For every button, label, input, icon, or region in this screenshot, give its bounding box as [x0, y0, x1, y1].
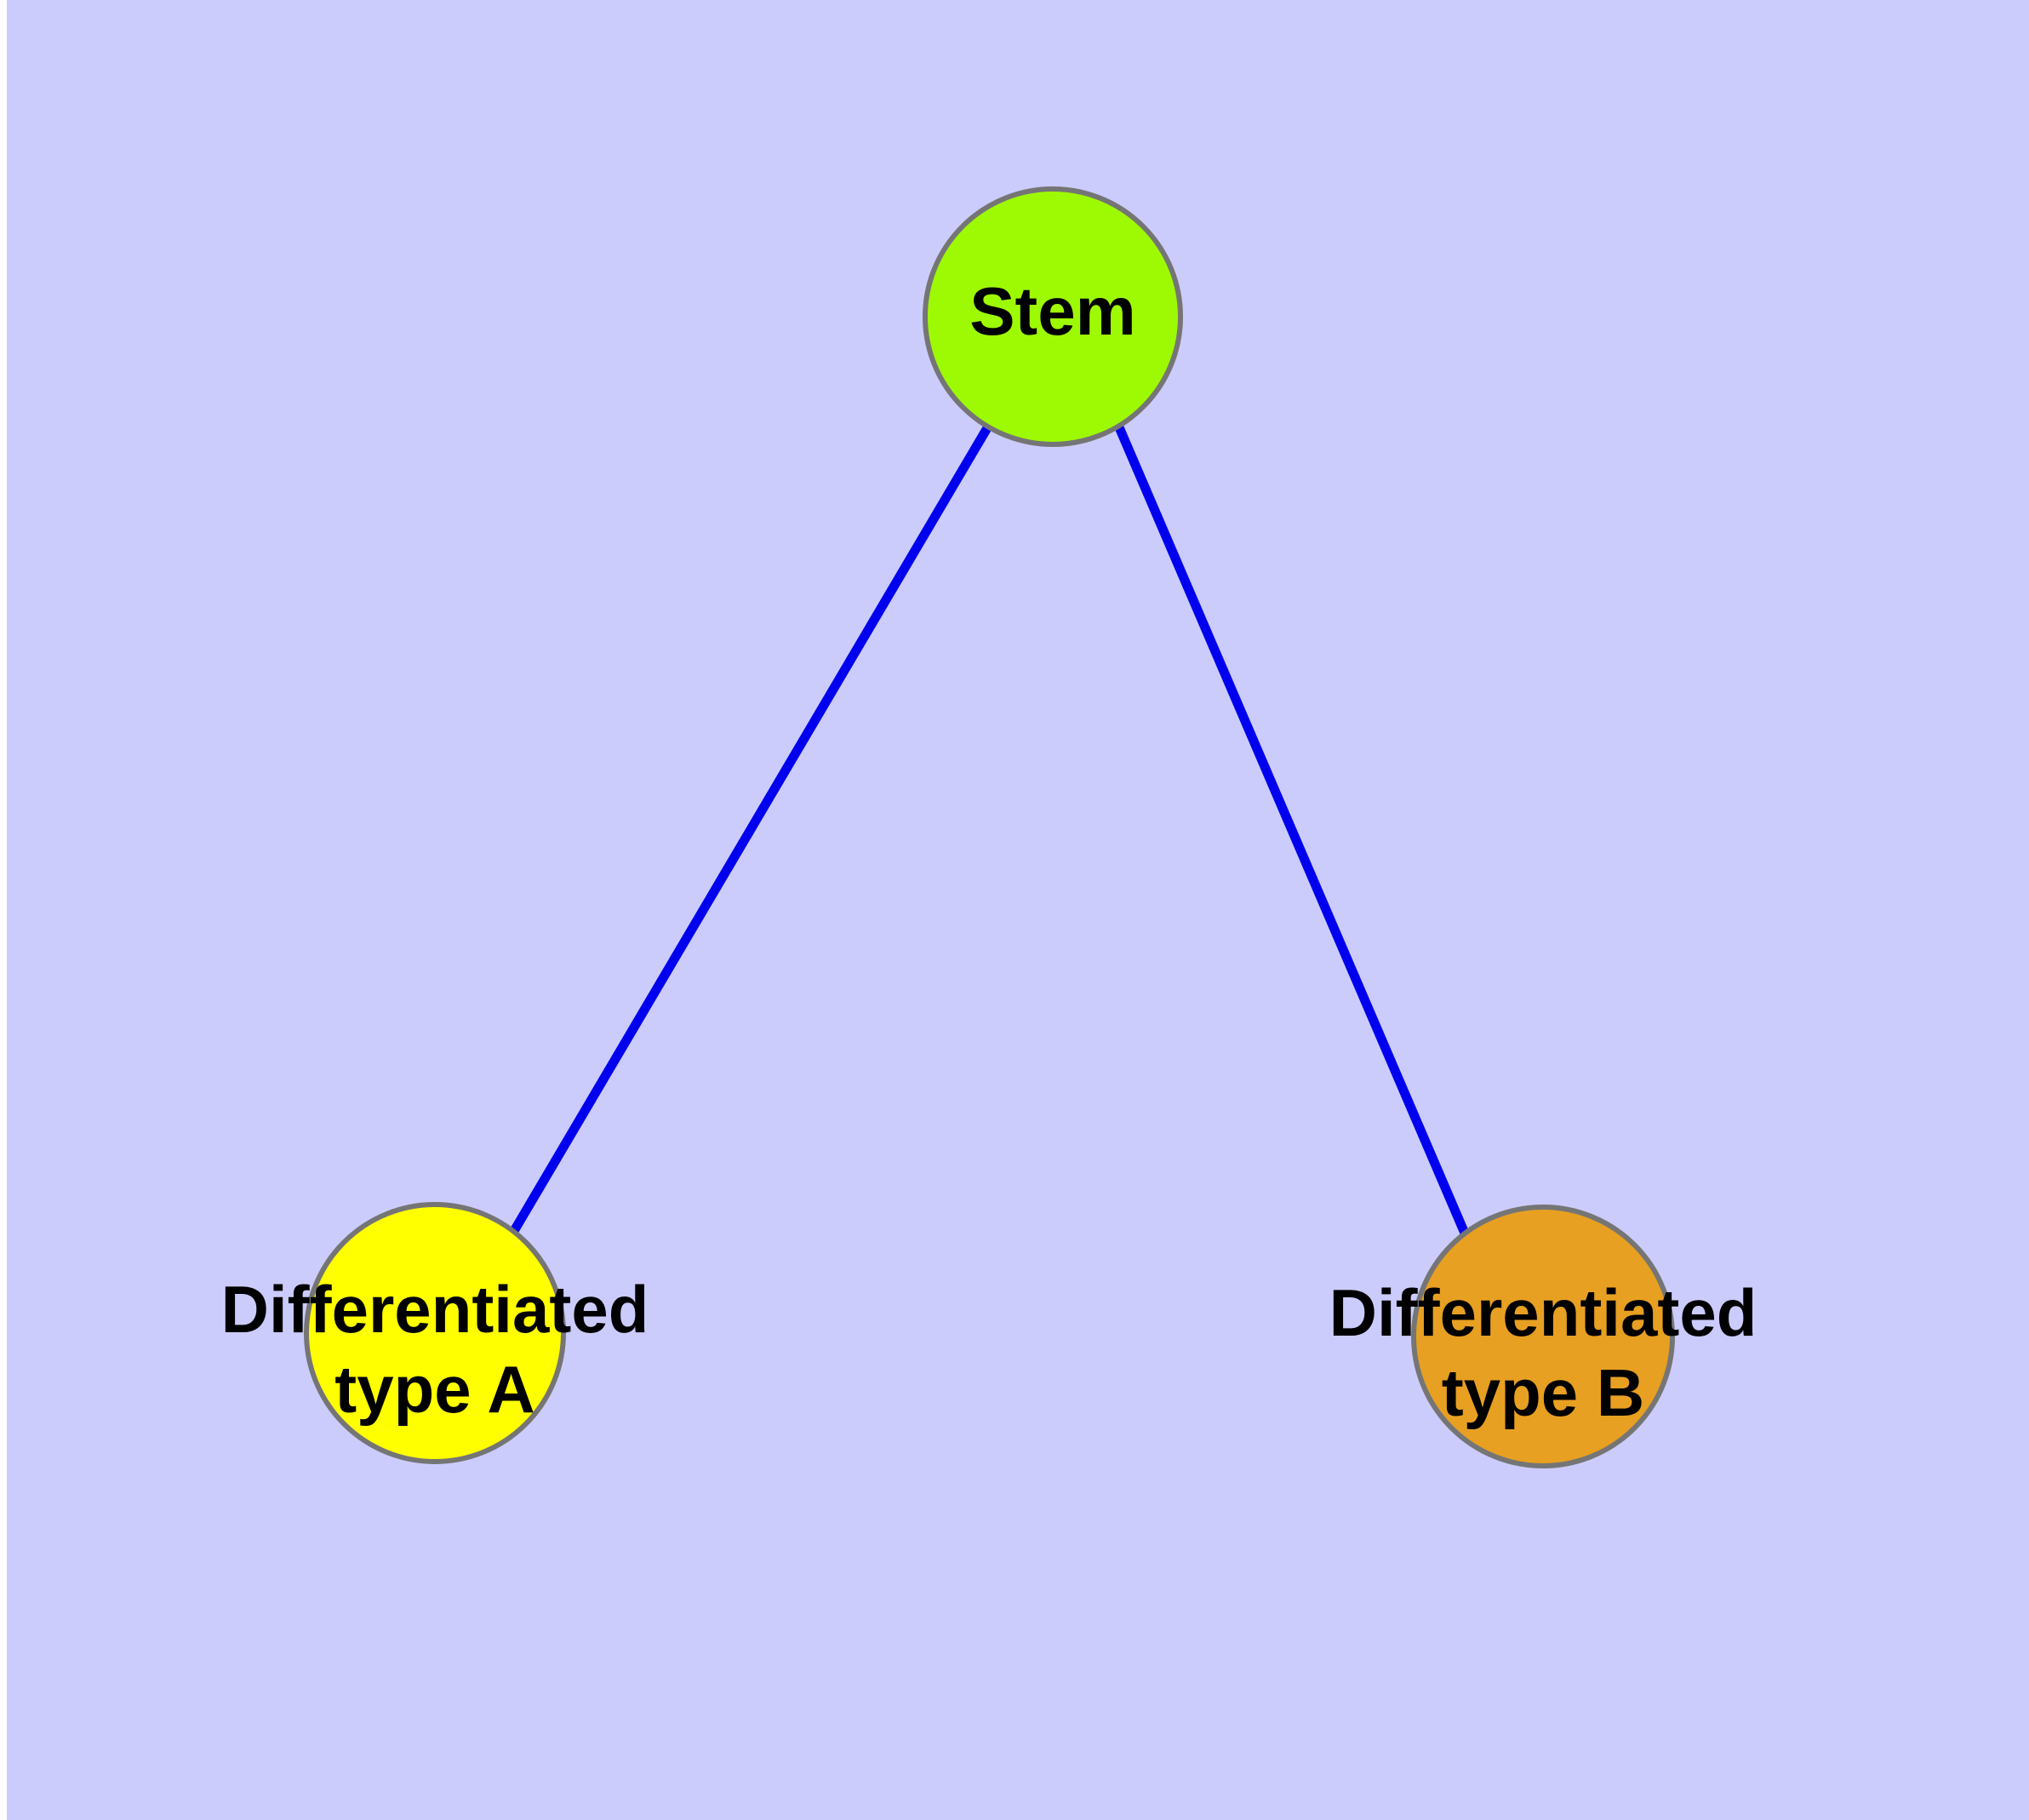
- nodes-layer: [304, 186, 1675, 1468]
- node-label-line: type A: [334, 1352, 535, 1427]
- node-label-line: Differentiated: [221, 1272, 649, 1347]
- node-label-line: type B: [1442, 1355, 1644, 1430]
- edges-layer: [510, 424, 1471, 1238]
- node-label-stem: Stem: [969, 273, 1136, 349]
- node-label-line: Stem: [969, 273, 1136, 349]
- edge-stem-diff-b[interactable]: [1114, 425, 1471, 1238]
- node-diff-b[interactable]: [1411, 1205, 1675, 1468]
- edge-stem-diff-a[interactable]: [510, 424, 992, 1233]
- node-label-line: Differentiated: [1329, 1275, 1758, 1350]
- node-stem[interactable]: [923, 186, 1183, 447]
- node-diff-a[interactable]: [304, 1202, 566, 1464]
